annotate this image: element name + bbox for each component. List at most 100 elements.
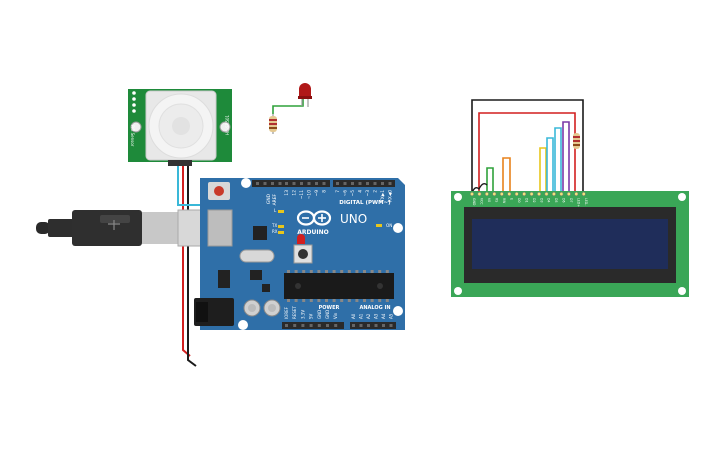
atmega-chip [284, 273, 394, 299]
lcd-pin[interactable] [484, 192, 489, 196]
power-pin-label: GND [325, 310, 330, 319]
digital-pin-hole[interactable] [256, 182, 259, 185]
digital-header-left[interactable] [252, 180, 330, 187]
analog-pin-hole[interactable] [389, 324, 393, 327]
lcd-pin[interactable] [574, 192, 579, 196]
digital-pin-label: 2 [373, 190, 379, 193]
led-resistor-group[interactable] [269, 83, 312, 134]
power-pin-label: Vin [333, 312, 338, 319]
digital-pin-label: ~9 [314, 190, 320, 197]
lcd-pin[interactable] [537, 192, 541, 196]
digital-pin-hole[interactable] [366, 182, 369, 185]
digital-label: DIGITAL (PWM~) [339, 200, 391, 206]
lcd-pin-label: GND [472, 198, 476, 206]
digital-pin-hole[interactable] [388, 182, 392, 185]
chip-pin [378, 299, 382, 302]
lcd-screen [472, 219, 668, 269]
digital-pin-hole[interactable] [336, 182, 339, 185]
power-pin-hole[interactable] [293, 324, 297, 327]
analog-pin-label: A5 [389, 313, 394, 319]
lcd-pin[interactable] [544, 192, 549, 196]
digital-pin-hole[interactable] [322, 182, 326, 185]
lcd-pin-label: VCC [480, 198, 484, 205]
digital-pin-hole[interactable] [300, 182, 303, 185]
chip-pin [287, 299, 290, 302]
digital-pin-hole[interactable] [285, 182, 288, 185]
power-pin-hole[interactable] [285, 324, 288, 327]
chip-pin [302, 270, 306, 273]
arduino-brand: ARDUINO [297, 229, 328, 236]
reset-button[interactable] [214, 186, 224, 196]
mount-hole [678, 287, 686, 295]
analog-pin-hole[interactable] [352, 324, 355, 327]
analog-pin-label: A2 [366, 313, 371, 319]
power-pin-hole[interactable] [326, 324, 329, 327]
digital-pin-label: ~11 [299, 190, 305, 199]
lcd-pin[interactable] [507, 192, 512, 196]
lcd-pin[interactable] [559, 192, 564, 196]
power-pin-hole[interactable] [301, 324, 305, 327]
lcd-pin-label: D0 [517, 198, 521, 202]
digital-pin-hole[interactable] [307, 182, 311, 185]
l-label: L [274, 208, 277, 213]
lcd-pin[interactable] [529, 192, 534, 196]
analog-pin-label: A3 [374, 313, 379, 319]
digital-pin-label: 7 [335, 190, 341, 193]
chip-pin [363, 299, 366, 302]
power-pin-hole[interactable] [334, 324, 338, 327]
lcd-pin-label: RW [502, 198, 506, 204]
pir-gnd-wire [187, 163, 197, 367]
digital-pin-hole[interactable] [292, 182, 296, 185]
lcd-pin-label: D4 [547, 198, 551, 202]
digital-pin-hole[interactable] [278, 182, 282, 185]
chip-pin [370, 299, 374, 302]
lcd-pin-label: E [509, 198, 513, 200]
analog-pin-hole[interactable] [367, 324, 370, 327]
power-label: POWER [319, 305, 340, 311]
analog-pin-label: A0 [351, 313, 356, 319]
digital-pin-hole[interactable] [358, 182, 362, 185]
digital-pin-hole[interactable] [351, 182, 354, 185]
analog-pin-label: A4 [381, 313, 386, 319]
chip-pin [370, 270, 374, 273]
power-pin-hole[interactable] [309, 324, 313, 327]
lcd-pin[interactable] [581, 192, 586, 196]
pir-sensor[interactable]: PIR Sensor HC-SR501 [128, 89, 232, 166]
power-header[interactable] [282, 322, 344, 329]
lcd-pin[interactable] [470, 192, 474, 196]
digital-header-right[interactable] [333, 180, 395, 187]
analog-pin-hole[interactable] [382, 324, 385, 327]
chip-pin [317, 299, 321, 302]
on-label: ON [386, 223, 392, 228]
power-pin-hole[interactable] [317, 324, 321, 327]
lcd-pin[interactable] [522, 192, 527, 196]
power-pin-label: IOREF [284, 306, 289, 319]
analog-pin-label: A1 [359, 313, 364, 319]
usb-jack[interactable] [207, 209, 233, 247]
lcd-pin[interactable] [492, 192, 497, 196]
lcd-pin[interactable] [499, 192, 504, 196]
chip-pin [355, 270, 359, 273]
lcd-pin[interactable] [552, 192, 556, 196]
digital-pin-hole[interactable] [263, 182, 267, 185]
pir-label-right: HC-SR501 [225, 114, 230, 135]
analog-header[interactable] [350, 322, 396, 329]
chip-pin [332, 299, 336, 302]
analog-pin-hole[interactable] [374, 324, 378, 327]
digital-pin-hole[interactable] [381, 182, 384, 185]
digital-pin-hole[interactable] [271, 182, 274, 185]
digital-pin-hole[interactable] [373, 182, 377, 185]
power-pin-label: RESET [292, 306, 297, 319]
digital-pin-hole[interactable] [343, 182, 347, 185]
analog-pin-hole[interactable] [359, 324, 363, 327]
digital-pin-hole[interactable] [315, 182, 318, 185]
led[interactable] [298, 83, 312, 107]
lcd-pin[interactable] [566, 192, 571, 196]
gnd-label: GND [266, 193, 272, 204]
chip-pin [347, 299, 351, 302]
lcd-pin[interactable] [514, 192, 519, 196]
lcd-pin[interactable] [477, 192, 482, 196]
